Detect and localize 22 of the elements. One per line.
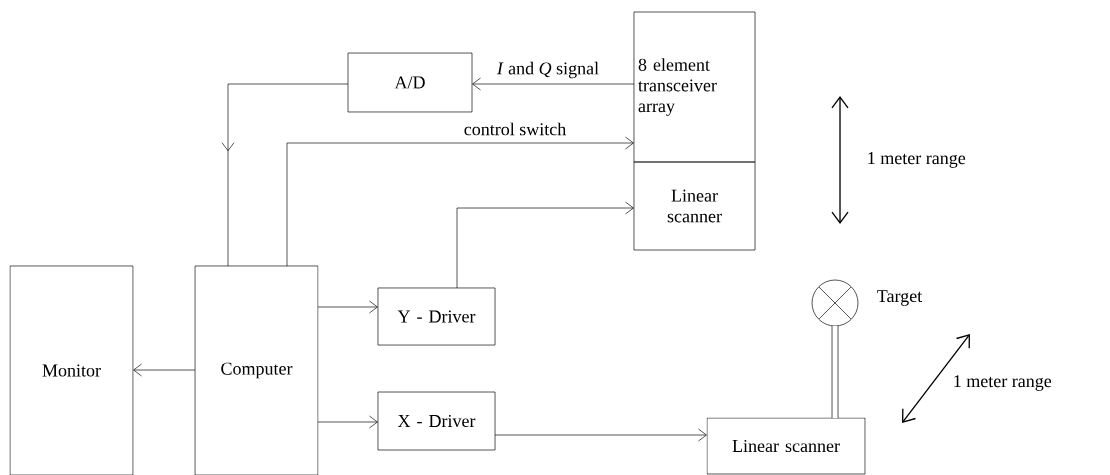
driver-box: X - Driver xyxy=(377,391,496,451)
edge-label: I and Q signal xyxy=(495,60,601,80)
arrow xyxy=(133,363,196,377)
node-label: Target xyxy=(877,290,923,306)
scanner-box: Linear scanner xyxy=(706,417,866,475)
connector xyxy=(831,326,839,418)
edge-label: control switch xyxy=(462,121,568,137)
target-symbol xyxy=(811,279,859,327)
range-label: 1 meter range xyxy=(868,152,966,168)
arrow xyxy=(317,300,378,314)
arrow xyxy=(286,136,634,267)
range-label: 1 meter range xyxy=(954,375,1052,391)
transceiver-box: 8 element transceiver array xyxy=(633,11,756,163)
driver-box: Y - Driver xyxy=(377,287,496,346)
arrow xyxy=(472,77,635,91)
computer-box: Computer xyxy=(194,265,319,475)
scanner-box: Linear scanner xyxy=(633,161,756,251)
arrow xyxy=(456,201,634,289)
monitor-box: Monitor xyxy=(9,265,134,475)
arrow xyxy=(317,415,378,429)
arrow xyxy=(494,428,707,442)
converter-box: A/D xyxy=(347,52,473,113)
